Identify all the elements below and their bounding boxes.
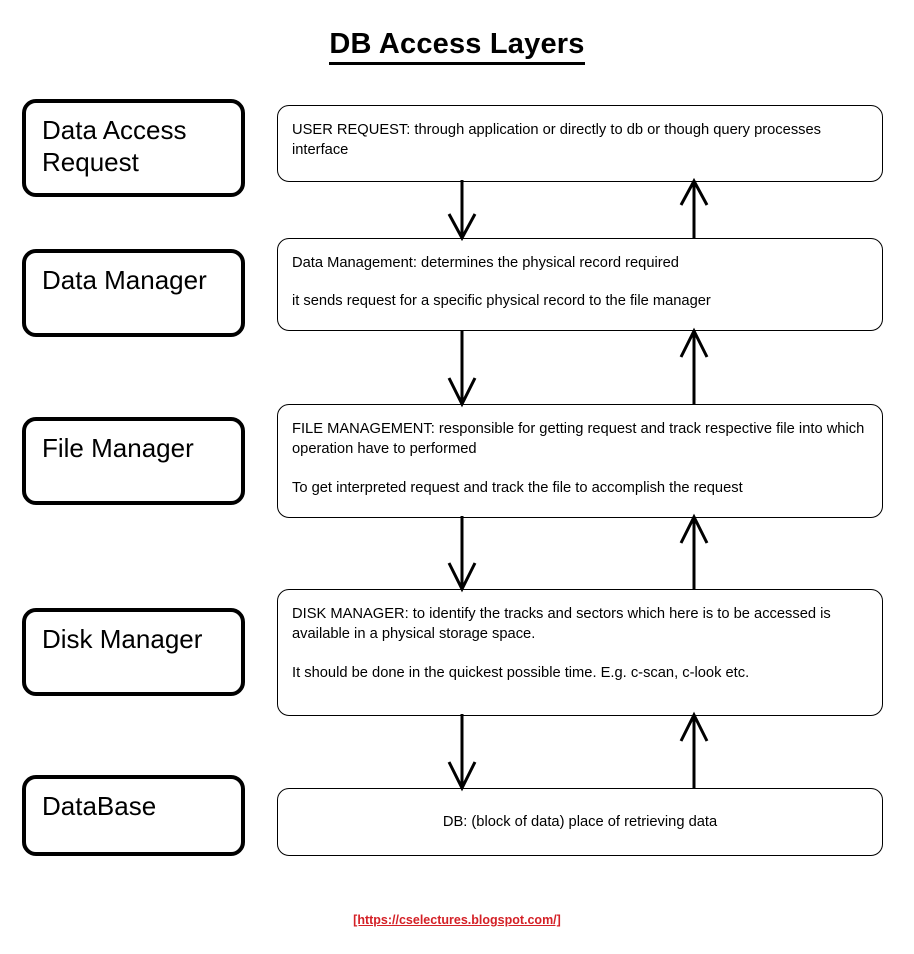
description-paragraph: Data Management: determines the physical… [292, 255, 679, 271]
description-box-data-manager[interactable]: Data Management: determines the physical… [277, 238, 883, 331]
description-box-data-access-request[interactable]: USER REQUEST: through application or dir… [277, 105, 883, 182]
description-paragraph: FILE MANAGEMENT: responsible for getting… [292, 421, 865, 458]
layer-box-database[interactable]: DataBase [22, 775, 245, 856]
arrow-up-database-to-disk-manager [676, 711, 712, 790]
description-paragraph: it sends request for a specific physical… [292, 293, 711, 310]
arrow-down-data-manager-to-file-manager [444, 330, 480, 408]
description-paragraph: USER REQUEST: through application or dir… [292, 122, 822, 159]
source-link[interactable]: [https://cselectures.blogspot.com/] [353, 913, 561, 927]
description-paragraph: DB: (block of data) place of retrieving … [442, 813, 718, 830]
page-title-text: DB Access Layers [329, 28, 585, 65]
footer: [https://cselectures.blogspot.com/] [0, 913, 914, 927]
arrow-up-file-manager-to-data-manager [676, 327, 712, 406]
arrow-down-file-manager-to-disk-manager [444, 516, 480, 593]
arrow-up-disk-manager-to-file-manager [676, 513, 712, 591]
layer-box-disk-manager[interactable]: Disk Manager [22, 608, 245, 696]
page-title: DB Access Layers [0, 28, 914, 65]
arrow-down-disk-manager-to-database [444, 714, 480, 792]
description-box-disk-manager[interactable]: DISK MANAGER: to identify the tracks and… [277, 589, 883, 716]
layer-box-file-manager[interactable]: File Manager [22, 417, 245, 505]
description-box-database[interactable]: DB: (block of data) place of retrieving … [277, 788, 883, 856]
description-box-file-manager[interactable]: FILE MANAGEMENT: responsible for getting… [277, 404, 883, 518]
arrow-up-data-manager-to-request [676, 177, 712, 240]
layer-label: Data Manager [42, 265, 207, 295]
layer-label: Data Access Request [42, 115, 187, 177]
description-paragraph: It should be done in the quickest possib… [292, 664, 750, 681]
layer-label: Disk Manager [42, 624, 203, 654]
description-paragraph: To get interpreted request and track the… [292, 479, 743, 496]
description-paragraph: DISK MANAGER: to identify the tracks and… [292, 606, 831, 643]
layer-box-data-access-request[interactable]: Data Access Request [22, 99, 245, 197]
arrow-down-request-to-data-manager [444, 180, 480, 242]
layer-box-data-manager[interactable]: Data Manager [22, 249, 245, 337]
layer-label: DataBase [42, 791, 157, 821]
layer-label: File Manager [42, 433, 194, 463]
